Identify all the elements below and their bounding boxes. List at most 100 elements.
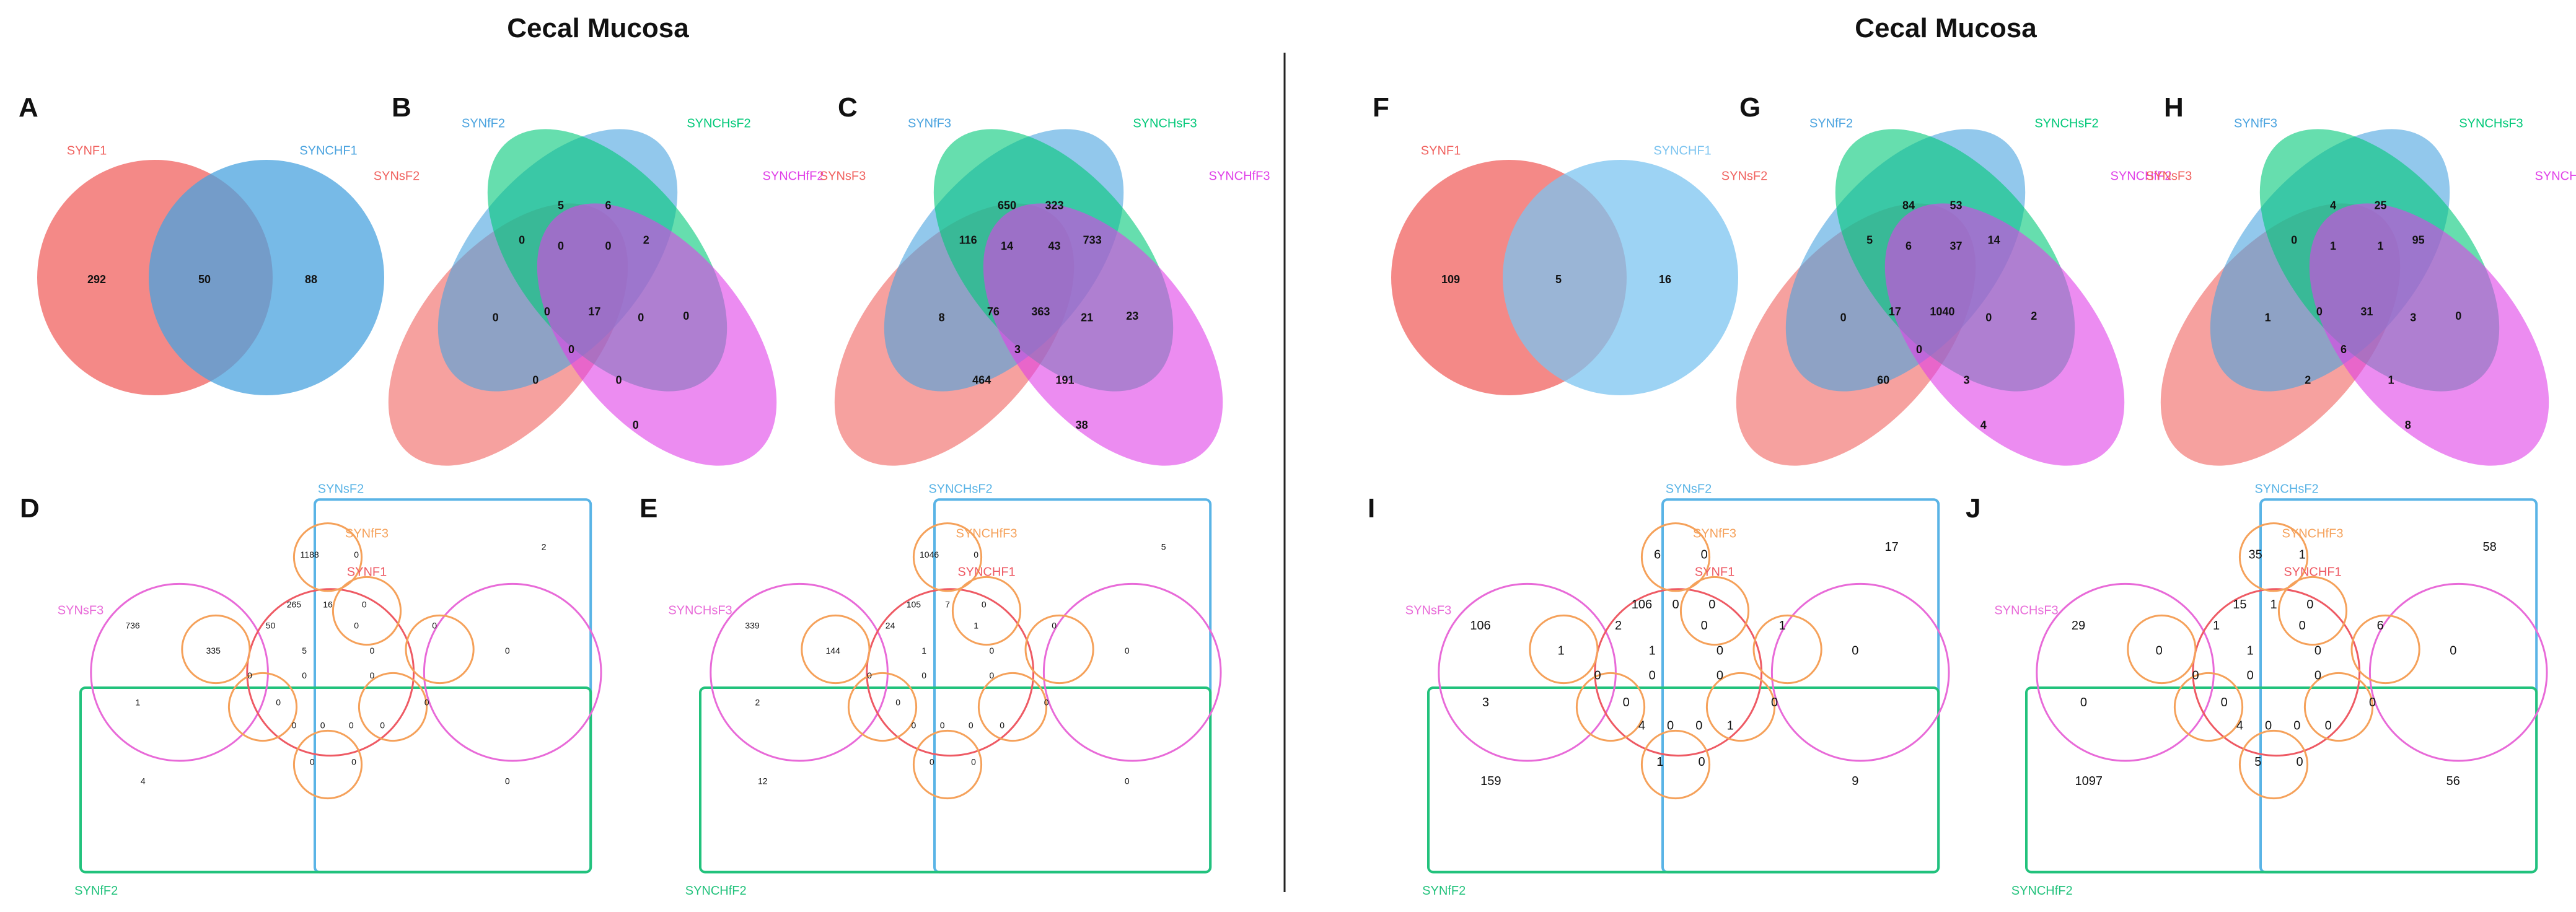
panel-label: C xyxy=(838,92,858,123)
region-count: 1 xyxy=(2377,240,2383,252)
panel-label: A xyxy=(19,92,38,123)
set-circle-orange xyxy=(2238,522,2309,592)
region-count: 7 xyxy=(945,599,950,609)
region-count: 9 xyxy=(1852,774,1858,788)
region-count: 8 xyxy=(2405,419,2411,431)
region-count: 1 xyxy=(974,621,978,631)
region-count: 0 xyxy=(1852,644,1858,657)
panel-e: ESYNCHsF2SYNCHfF3SYNCHF1SYNCHsF3SYNCHfF2… xyxy=(640,482,1222,898)
region-count: 106 xyxy=(1470,619,1490,633)
region-count: 4 xyxy=(2236,719,2243,732)
set-label: SYNsF3 xyxy=(2146,169,2192,183)
region-count: 17 xyxy=(588,305,600,318)
region-count: 2 xyxy=(755,698,760,708)
region-count: 23 xyxy=(1126,310,1138,322)
set-label: SYNCHfF3 xyxy=(956,527,1018,540)
region-count: 0 xyxy=(2291,234,2297,247)
set-circle-orange xyxy=(912,729,983,800)
region-count: 5 xyxy=(1866,234,1873,247)
set-label: SYNsF3 xyxy=(1405,603,1451,617)
region-count: 0 xyxy=(1708,598,1715,612)
region-count: 1 xyxy=(2247,644,2254,657)
region-count: 0 xyxy=(2455,310,2461,322)
region-count: 1 xyxy=(1649,644,1656,657)
region-count: 0 xyxy=(2314,644,2321,657)
set-circle-orange xyxy=(181,614,251,685)
region-count: 0 xyxy=(2192,669,2199,683)
set-circle-orange xyxy=(951,576,1022,646)
region-count: 0 xyxy=(247,670,252,680)
region-count: 0 xyxy=(1701,548,1708,561)
set-circle-pink xyxy=(710,582,889,762)
region-count: 0 xyxy=(432,621,437,631)
region-count: 0 xyxy=(292,721,297,730)
region-count: 1 xyxy=(2388,374,2394,386)
region-count: 0 xyxy=(982,599,987,609)
region-count: 0 xyxy=(2221,696,2228,709)
set-label: SYNCHF1 xyxy=(1653,144,1711,157)
region-count: 60 xyxy=(1877,374,1889,386)
region-count: 0 xyxy=(2306,598,2313,612)
region-count: 50 xyxy=(266,621,276,631)
set-circle-pink xyxy=(1438,582,1617,762)
region-count: 0 xyxy=(424,698,429,708)
set-label: SYNsF2 xyxy=(374,169,420,183)
region-count: 0 xyxy=(2293,719,2300,732)
set-label: SYNsF2 xyxy=(1721,169,1767,183)
region-count: 109 xyxy=(1441,273,1460,286)
set-circle-orange xyxy=(405,614,475,685)
region-count: 144 xyxy=(826,646,841,656)
region-count: 1097 xyxy=(2075,774,2103,788)
region-count: 1 xyxy=(1558,644,1565,657)
region-count: 0 xyxy=(990,670,995,680)
set-circle-orange xyxy=(292,729,363,800)
set-label: SYNCHsF3 xyxy=(1133,116,1197,130)
panel-label: E xyxy=(640,493,657,524)
region-count: 5 xyxy=(302,646,307,656)
region-count: 2 xyxy=(1615,619,1622,633)
region-count: 0 xyxy=(1623,696,1630,709)
region-count: 1 xyxy=(2330,240,2336,252)
region-count: 0 xyxy=(558,240,564,252)
region-count: 1040 xyxy=(1930,305,1954,318)
region-count: 0 xyxy=(493,311,499,323)
panel-j: JSYNCHsF2SYNCHfF3SYNCHF1SYNCHsF3SYNCHfF2… xyxy=(1966,482,2548,898)
set-ellipse xyxy=(2309,203,2549,466)
region-count: 24 xyxy=(886,621,895,631)
region-count: 12 xyxy=(758,776,768,786)
set-label: SYNCHfF3 xyxy=(2535,169,2576,183)
region-count: 0 xyxy=(605,240,611,252)
set-circle-orange xyxy=(292,522,363,592)
region-count: 1188 xyxy=(301,550,319,559)
panel-h: HSYNsF3SYNfF3SYNCHsF3SYNCHfF342501195103… xyxy=(2146,92,2576,466)
set-rect-green xyxy=(2025,686,2538,874)
region-count: 0 xyxy=(354,550,359,559)
region-count: 0 xyxy=(1840,311,1847,323)
region-count: 5 xyxy=(1161,542,1166,551)
set-label: SYNF1 xyxy=(67,144,107,157)
set-rect-green xyxy=(1427,686,1940,874)
region-count: 464 xyxy=(972,374,991,386)
region-count: 1 xyxy=(2213,619,2220,633)
region-count: 0 xyxy=(615,374,622,386)
region-count: 0 xyxy=(532,374,538,386)
region-count: 53 xyxy=(1950,199,1962,211)
set-circle-orange xyxy=(847,672,918,742)
region-count: 3 xyxy=(1014,343,1021,356)
set-circle-orange xyxy=(2238,729,2309,800)
region-count: 0 xyxy=(638,311,644,323)
region-count: 0 xyxy=(2314,669,2321,683)
region-count: 1 xyxy=(2299,548,2306,561)
region-count: 6 xyxy=(605,199,611,211)
set-ellipse xyxy=(983,203,1223,466)
region-count: 0 xyxy=(349,721,354,730)
region-count: 0 xyxy=(1985,311,1992,323)
region-count: 6 xyxy=(2377,619,2384,633)
region-count: 159 xyxy=(1480,774,1501,788)
region-count: 17 xyxy=(1884,540,1898,554)
region-count: 191 xyxy=(1055,374,1074,386)
right-title: Cecal Mucosa xyxy=(1855,13,2037,43)
